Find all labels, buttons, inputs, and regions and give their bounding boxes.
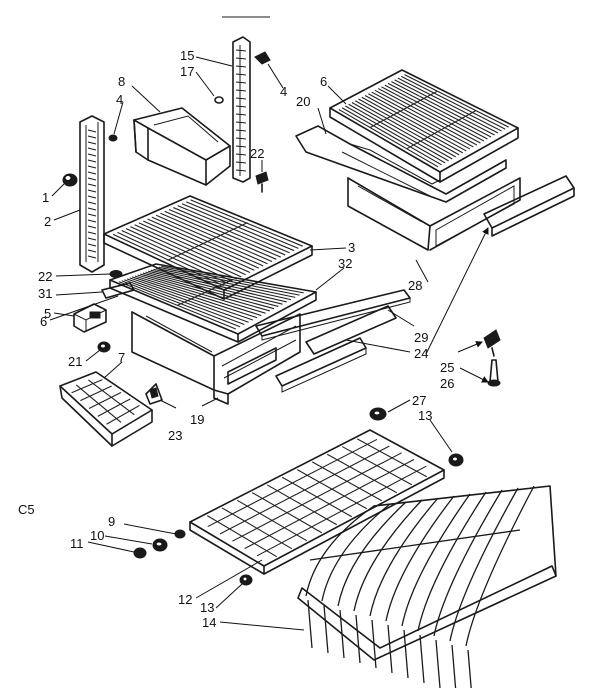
part-8-small-bin — [133, 107, 231, 186]
part-31-shelf-end-cap — [101, 282, 135, 299]
part-20-crisper-cover — [295, 125, 507, 203]
part-22-screw-upper — [255, 171, 269, 193]
label-c5: C5 — [18, 502, 35, 517]
label-12: 12 — [178, 592, 192, 607]
part-9-screw — [174, 529, 186, 539]
label-19: 19 — [190, 412, 204, 427]
label-15: 15 — [180, 48, 194, 63]
part-10-fastener — [152, 538, 168, 552]
label-13-lower: 13 — [200, 600, 214, 615]
label-32: 32 — [338, 256, 352, 271]
part-14-wire-basket — [297, 485, 557, 688]
part-5-control-bracket — [73, 303, 107, 333]
label-23: 23 — [168, 428, 182, 443]
part-11-fastener — [133, 547, 147, 559]
label-28: 28 — [408, 278, 422, 293]
label-26: 26 — [440, 376, 454, 391]
part-28-right-crisper-drawer — [347, 177, 521, 251]
label-21: 21 — [68, 354, 82, 369]
label-31: 31 — [38, 286, 52, 301]
label-3: 3 — [348, 240, 355, 255]
part-27-fastener — [369, 407, 387, 421]
part-24-left-drawer-front — [275, 305, 397, 393]
label-2: 2 — [44, 214, 51, 229]
label-5: 5 — [44, 306, 51, 321]
part-19-left-crisper-drawer — [131, 311, 301, 405]
part-29-front-strip — [255, 289, 411, 341]
part-12-bottom-wire-shelf — [189, 429, 445, 575]
label-8: 8 — [118, 74, 125, 89]
label-29: 29 — [414, 330, 428, 345]
label-4-right: 4 — [280, 84, 287, 99]
label-27: 27 — [412, 393, 426, 408]
part-13-fastener-lower — [239, 574, 253, 586]
label-25: 25 — [440, 360, 454, 375]
part-21-fastener — [97, 341, 111, 353]
leader-lines — [49, 56, 489, 631]
part-7-ice-tray — [59, 371, 153, 447]
part-4-clip-left — [108, 134, 118, 142]
callout-labels: C5 1 2 3 4 4 5 6 6 7 8 9 10 11 12 13 13 … — [18, 48, 454, 630]
part-24-right-drawer-front — [483, 175, 575, 237]
label-1: 1 — [42, 190, 49, 205]
part-4-clip-right — [254, 51, 271, 65]
label-20: 20 — [296, 94, 310, 109]
part-13-fastener-upper — [448, 453, 464, 467]
label-7: 7 — [118, 350, 125, 365]
label-4-left: 4 — [116, 92, 123, 107]
label-6-left: 6 — [40, 314, 47, 329]
part-25-fastener — [483, 329, 501, 357]
label-6-right: 6 — [320, 74, 327, 89]
label-11: 11 — [70, 536, 84, 551]
label-13-upper: 13 — [418, 408, 432, 423]
label-10: 10 — [90, 528, 104, 543]
part-6-right-shelf — [329, 69, 519, 183]
label-22-lower: 22 — [38, 269, 52, 284]
label-17: 17 — [180, 64, 194, 79]
part-3-left-shelf — [103, 195, 313, 300]
part-26-leg — [487, 359, 501, 387]
part-22-screw-lower — [109, 270, 123, 278]
part-2-left-rail — [79, 115, 105, 273]
label-14: 14 — [202, 615, 216, 630]
label-24: 24 — [414, 346, 428, 361]
label-9: 9 — [108, 514, 115, 529]
part-17-clip — [214, 96, 224, 104]
label-22-upper: 22 — [250, 146, 264, 161]
part-32-second-shelf — [109, 263, 317, 343]
part-1-fastener — [62, 173, 78, 187]
part-23-support-bracket — [145, 383, 163, 405]
part-15-center-rail — [232, 36, 251, 183]
